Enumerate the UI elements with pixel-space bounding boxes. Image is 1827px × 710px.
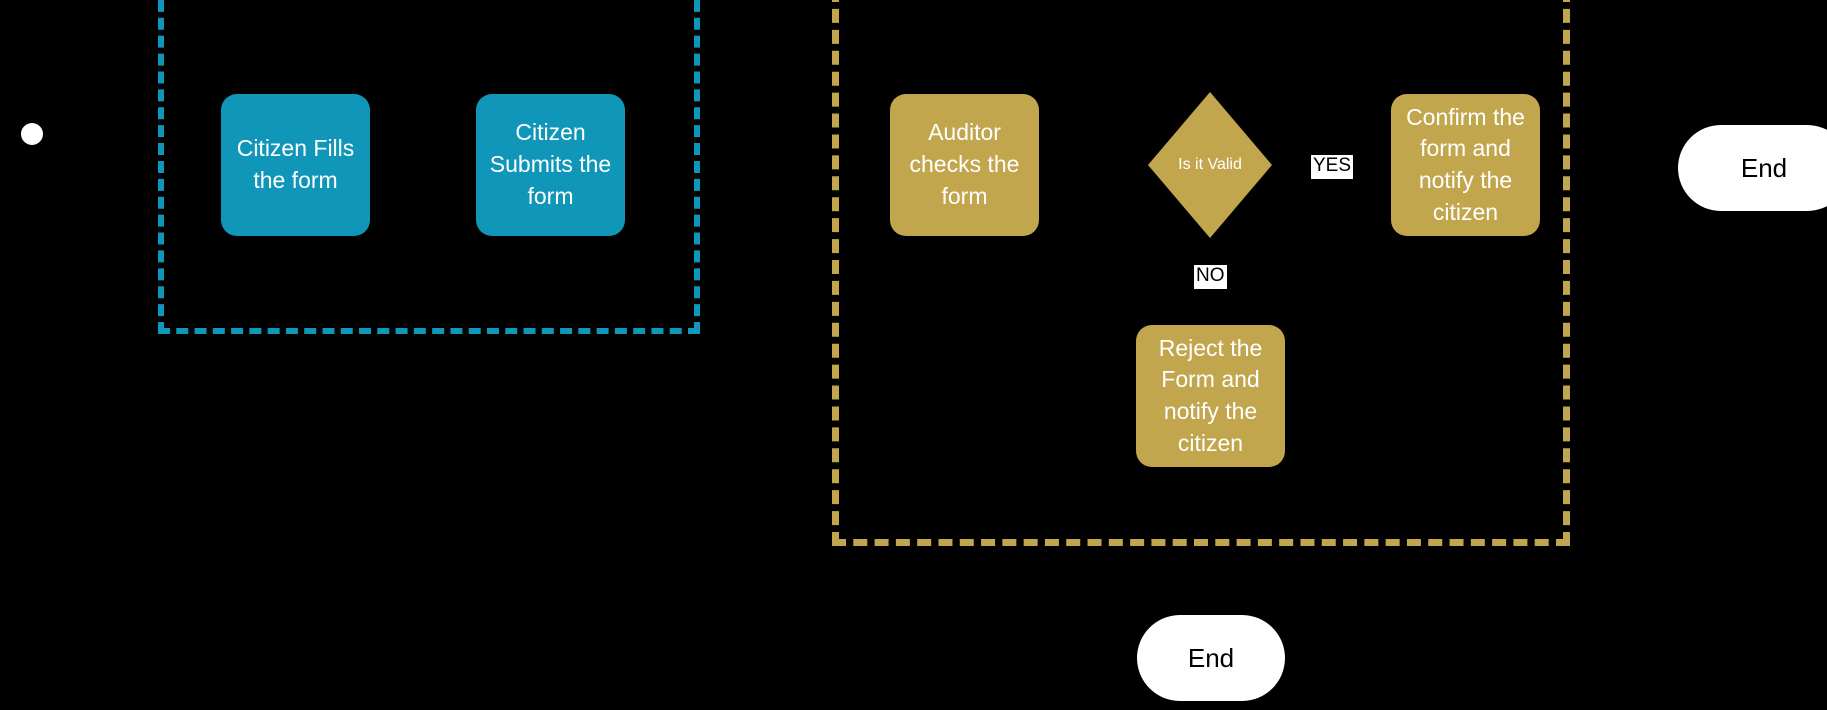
node-is-it-valid[interactable]: Is it Valid [1148, 92, 1272, 238]
node-end-top[interactable]: End [1678, 125, 1827, 211]
node-is-it-valid-label: Is it Valid [1178, 156, 1242, 173]
edge-label-no: NO [1194, 265, 1227, 289]
node-citizen-fills-form[interactable]: Citizen Fills the form [221, 94, 370, 236]
node-citizen-submits-form[interactable]: Citizen Submits the form [476, 94, 625, 236]
lane-citizen [158, 0, 700, 334]
lane-auditor [832, 0, 1570, 546]
edge-label-yes: YES [1311, 155, 1354, 179]
node-reject-form[interactable]: Reject the Form and notify the citizen [1136, 325, 1285, 467]
node-confirm-form[interactable]: Confirm the form and notify the citizen [1391, 94, 1540, 236]
start-node-icon[interactable] [21, 123, 43, 145]
node-auditor-checks-form[interactable]: Auditor checks the form [890, 94, 1039, 236]
node-end-bottom[interactable]: End [1137, 615, 1285, 701]
